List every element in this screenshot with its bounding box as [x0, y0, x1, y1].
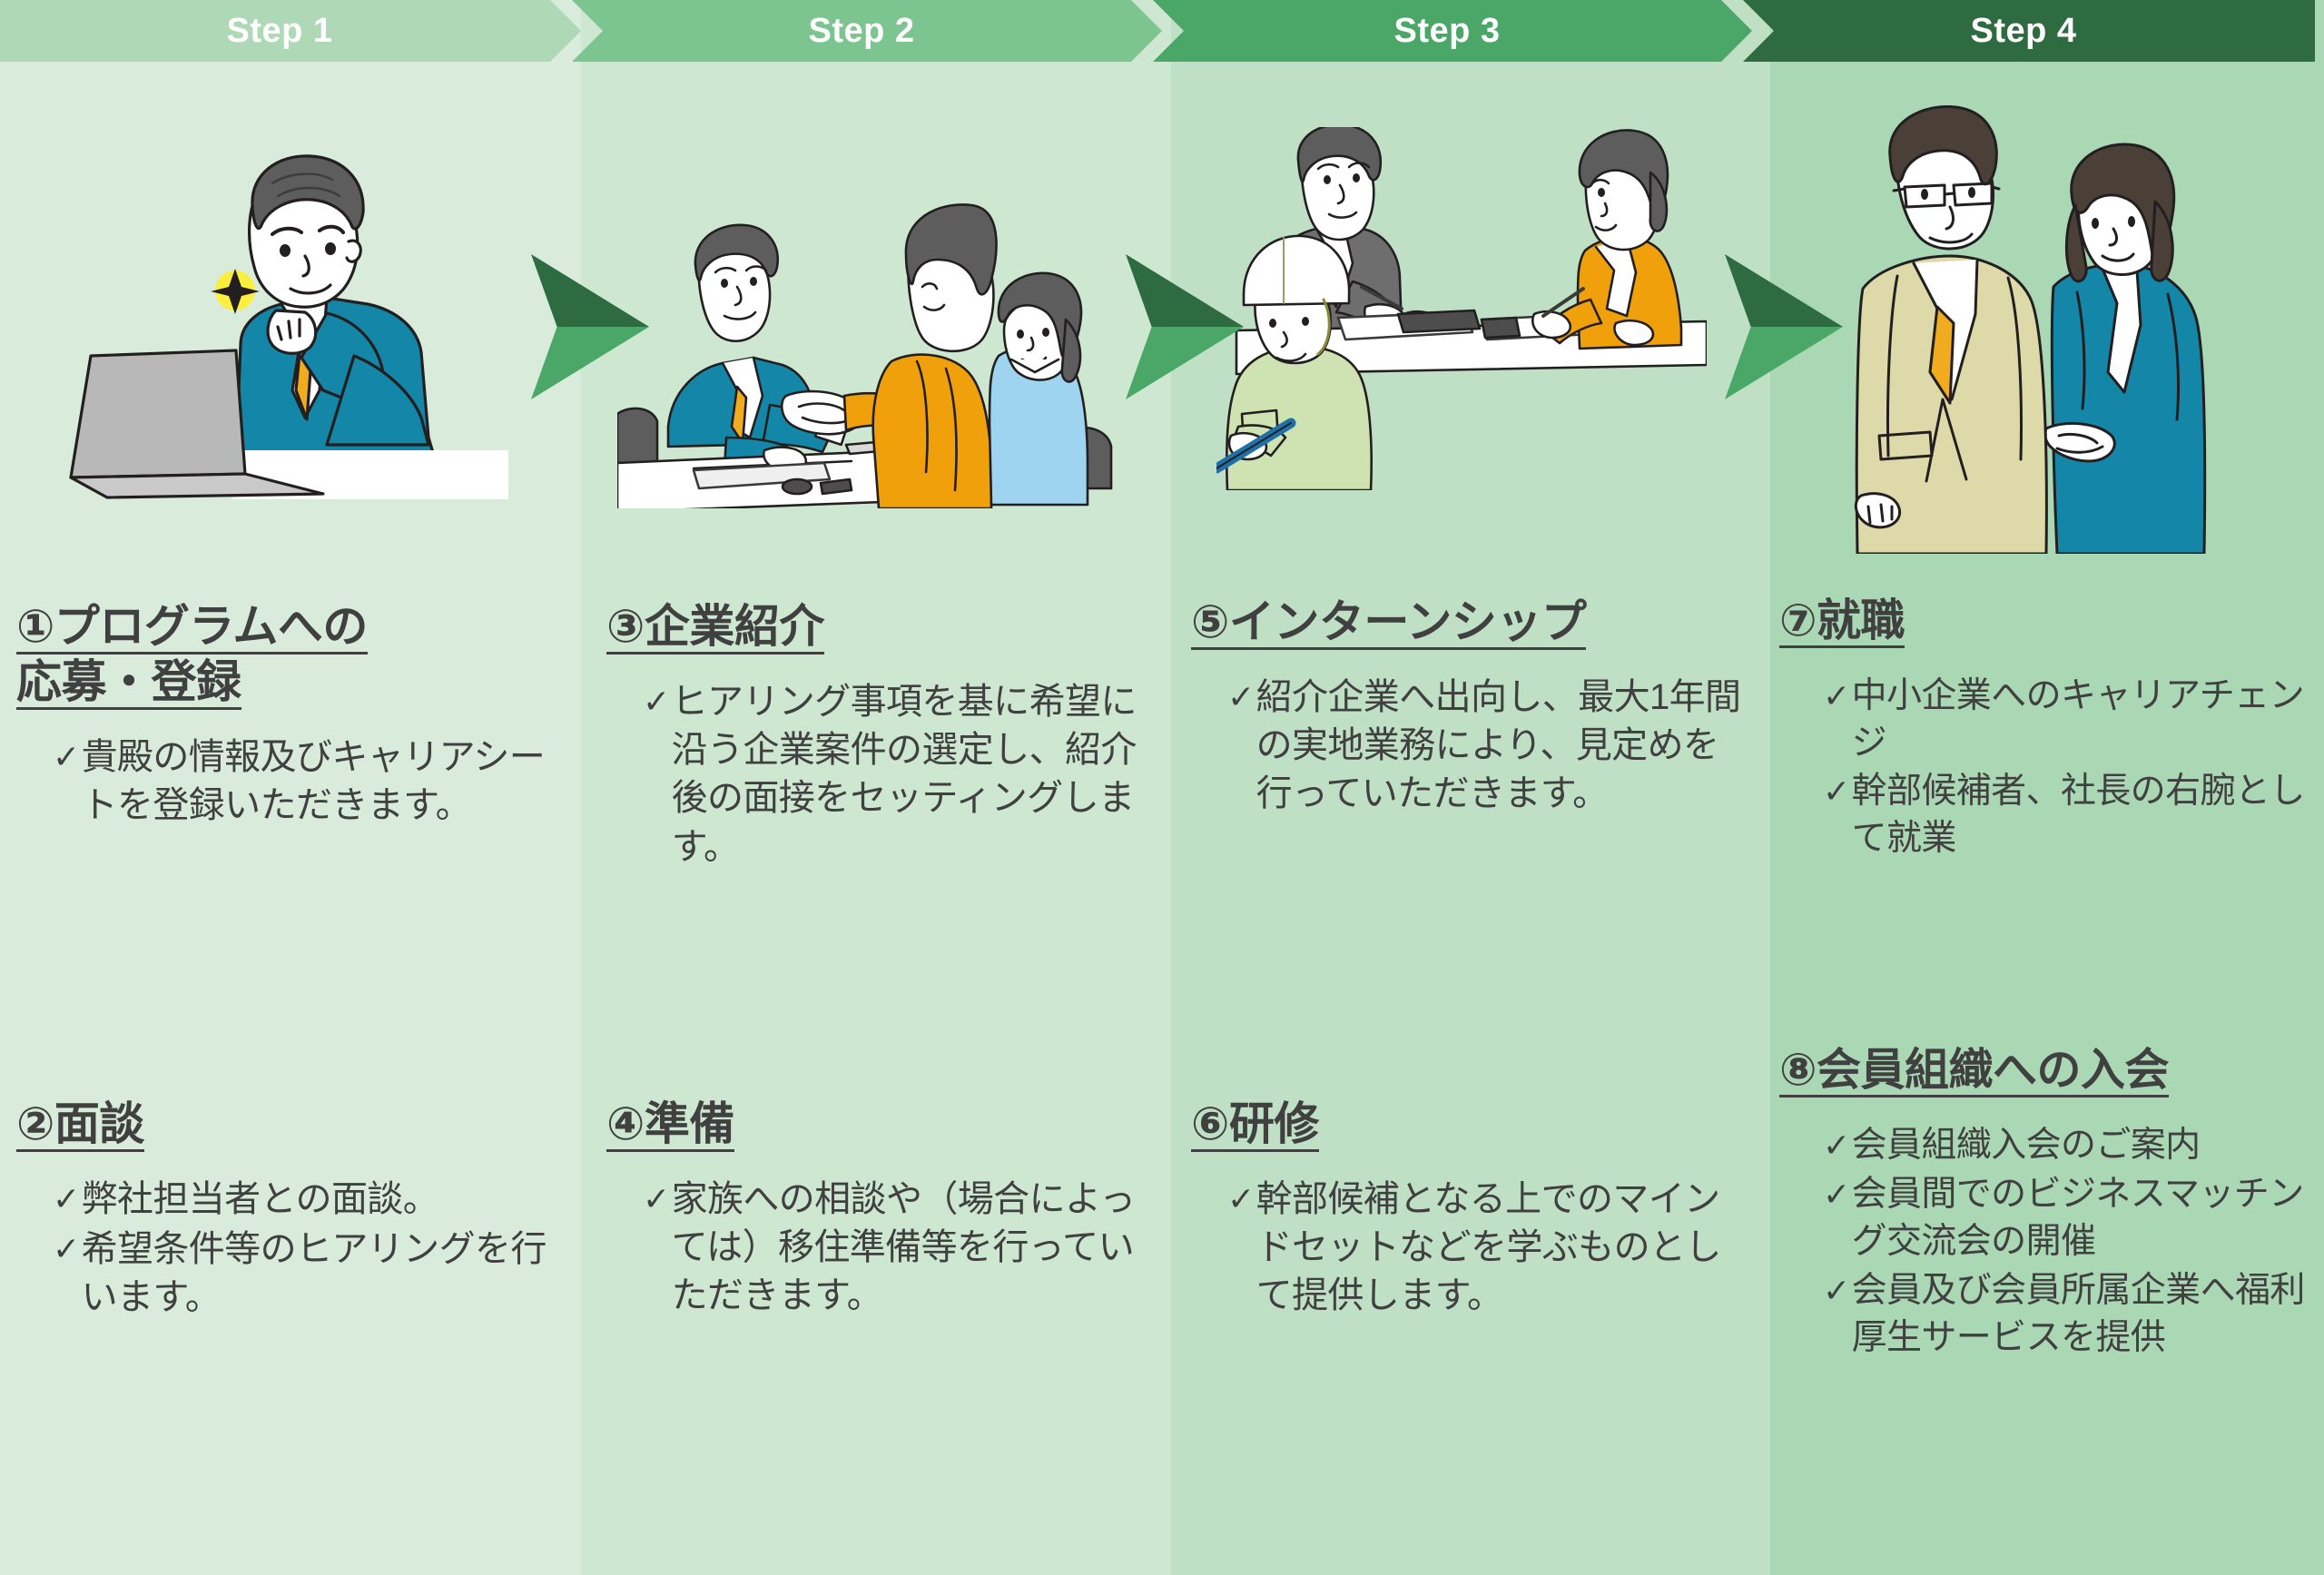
check-icon: ✓ [1227, 1180, 1255, 1217]
bullet-item: ✓ 弊社担当者との面談。 [53, 1176, 559, 1224]
step-column-4: ⑦就職 ✓ 中小企業へのキャリアチェンジ ✓ 幹部候補者、社長の右腕として就業 … [1770, 0, 2324, 1575]
content-block-5: ⑤インターンシップ ✓ 紹介企業へ出向し、最大1年間の実地業務により、見定めを行… [1171, 595, 1770, 821]
content-block-3: ③企業紹介 ✓ ヒアリング事項を基に希望に 沿う企業案件の選定し、紹介後の面接を… [581, 599, 1173, 873]
step-header-1-label: Step 1 [226, 11, 333, 50]
bullet-list-8: ✓ 会員組織入会のご案内 ✓ 会員間でのビジネスマッチング交流会の開催 ✓ 会員… [1779, 1122, 2311, 1362]
bullet-list-1: ✓ 貴殿の情報及びキャリアシートを登録いただきます。 [16, 733, 559, 830]
bullet-item: ✓ 家族への相談や（場合によっては）移住準備等を行っていただきます。 [643, 1176, 1146, 1321]
content-block-2: ②面談 ✓ 弊社担当者との面談。 ✓ 希望条件等のヒアリングを行います。 [0, 1097, 581, 1324]
bullet-item: ✓ 希望条件等のヒアリングを行います。 [53, 1226, 559, 1322]
content-block-1: ①プログラムへの 応募・登録 ✓ 貴殿の情報及びキャリアシートを登録いただきます… [0, 599, 581, 832]
step-column-3: ⑤インターンシップ ✓ 紹介企業へ出向し、最大1年間の実地業務により、見定めを行… [1171, 0, 1770, 1575]
heading-line: ①プログラムへの [16, 601, 368, 655]
content-block-7: ⑦就職 ✓ 中小企業へのキャリアチェンジ ✓ 幹部候補者、社長の右腕として就業 [1770, 595, 2324, 864]
step-header-3-label: Step 3 [1393, 11, 1501, 50]
bullet-text: 会員間でのビジネスマッチング交流会の開催 [1851, 1174, 2305, 1261]
bullet-text: 貴殿の情報及びキャリアシートを登録いただきます。 [81, 737, 546, 826]
step-column-1: ①プログラムへの 応募・登録 ✓ 貴殿の情報及びキャリアシートを登録いただきます… [0, 0, 581, 1575]
step-header-2-label: Step 2 [808, 11, 915, 50]
heading-line: ③企業紹介 [606, 601, 824, 655]
check-icon: ✓ [53, 738, 80, 775]
check-icon: ✓ [53, 1230, 80, 1268]
handshake-meeting-illustration [617, 200, 1126, 508]
bullet-item: ✓ ヒアリング事項を基に希望に 沿う企業案件の選定し、紹介後の面接をセッティング… [643, 678, 1173, 871]
heading-line: ⑧会員組織への入会 [1779, 1046, 2170, 1098]
bullet-text: 幹部候補者、社長の右腕として就業 [1851, 772, 2306, 859]
block-heading-1: ①プログラムへの 応募・登録 [16, 599, 559, 710]
heading-line: ⑥研修 [1191, 1098, 1319, 1152]
arrow-step3-to-step4 [1725, 254, 1843, 399]
bullet-text: 希望条件等のヒアリングを行います。 [81, 1229, 547, 1318]
bullet-item: ✓ 会員及び会員所属企業へ福利厚生サービスを提供 [1823, 1267, 2311, 1362]
block-heading-6: ⑥研修 [1191, 1097, 1748, 1152]
step-header-3: Step 3 [1153, 0, 1752, 62]
block-heading-8: ⑧会員組織への入会 [1779, 1044, 2311, 1098]
step-header-4: Step 4 [1743, 0, 2315, 62]
bullet-list-6: ✓ 幹部候補となる上でのマインドセットなどを学ぶものとして提供します。 [1191, 1176, 1748, 1321]
content-block-4: ④準備 ✓ 家族への相談や（場合によっては）移住準備等を行っていただきます。 [581, 1097, 1171, 1323]
check-icon: ✓ [643, 683, 670, 720]
column-band-step2 [581, 0, 1171, 1575]
block-heading-7: ⑦就職 [1779, 595, 2311, 649]
heading-line: 応募・登録 [16, 656, 241, 710]
block-heading-3: ③企業紹介 [606, 599, 1146, 655]
content-block-6: ⑥研修 ✓ 幹部候補となる上でのマインドセットなどを学ぶものとして提供します。 [1171, 1097, 1770, 1323]
step-header-2: Step 2 [572, 0, 1162, 62]
arrow-step2-to-step3 [1126, 254, 1244, 399]
bullet-item: ✓ 会員組織入会のご案内 [1823, 1122, 2311, 1169]
bullet-list-3: ✓ ヒアリング事項を基に希望に 沿う企業案件の選定し、紹介後の面接をセッティング… [606, 678, 1173, 871]
block-heading-2: ②面談 [16, 1097, 559, 1152]
block-heading-4: ④準備 [606, 1097, 1146, 1152]
worksite-interview-illustration [1216, 127, 1707, 490]
check-icon: ✓ [1823, 1175, 1850, 1213]
column-band-step4 [1770, 0, 2324, 1575]
step-header-1: Step 1 [0, 0, 581, 62]
bullet-text: 幹部候補となる上でのマインドセットなどを学ぶものとして提供します。 [1256, 1179, 1722, 1316]
bullet-text: 会員組織入会のご案内 [1851, 1125, 2201, 1165]
heading-line: ⑦就職 [1779, 596, 1905, 648]
check-icon: ✓ [1823, 773, 1850, 811]
step-column-2: ③企業紹介 ✓ ヒアリング事項を基に希望に 沿う企業案件の選定し、紹介後の面接を… [581, 0, 1173, 1575]
two-businesspeople-illustration [1843, 100, 2251, 554]
bullet-text: 弊社担当者との面談。 [81, 1179, 439, 1219]
bullet-item: ✓ 紹介企業へ出向し、最大1年間の実地業務により、見定めを行っていただきます。 [1227, 674, 1748, 819]
bullet-list-4: ✓ 家族への相談や（場合によっては）移住準備等を行っていただきます。 [606, 1176, 1146, 1321]
man-at-laptop-illustration [54, 118, 508, 499]
bullet-item: ✓ 幹部候補者、社長の右腕として就業 [1823, 768, 2311, 862]
bullet-item: ✓ 会員間でのビジネスマッチング交流会の開催 [1823, 1171, 2311, 1265]
arrow-step1-to-step2 [531, 254, 649, 399]
step-header-4-label: Step 4 [1970, 11, 2077, 50]
step-header-ribbon: Step 1 Step 2 Step 3 Step 4 [0, 0, 2324, 62]
bullet-text: 会員及び会員所属企業へ福利厚生サービスを提供 [1851, 1270, 2306, 1357]
check-icon: ✓ [53, 1180, 80, 1217]
bullet-list-7: ✓ 中小企業へのキャリアチェンジ ✓ 幹部候補者、社長の右腕として就業 [1779, 673, 2311, 862]
heading-line: ⑤インターンシップ [1191, 596, 1587, 650]
heading-line: ④準備 [606, 1098, 734, 1152]
block-heading-5: ⑤インターンシップ [1191, 595, 1748, 650]
content-block-8: ⑧会員組織への入会 ✓ 会員組織入会のご案内 ✓ 会員間でのビジネスマッチング交… [1770, 1044, 2324, 1363]
bullet-item: ✓ 幹部候補となる上でのマインドセットなどを学ぶものとして提供します。 [1227, 1176, 1748, 1321]
check-icon: ✓ [1823, 676, 1850, 714]
bullet-text: 紹介企業へ出向し、最大1年間の実地業務により、見定めを行っていただきます。 [1256, 677, 1741, 814]
check-icon: ✓ [1823, 1271, 1850, 1309]
check-icon: ✓ [643, 1180, 670, 1217]
bullet-text: 家族への相談や（場合によっては）移住準備等を行っていただきます。 [671, 1179, 1137, 1316]
bullet-item: ✓ 中小企業へのキャリアチェンジ [1823, 673, 2311, 767]
check-icon: ✓ [1227, 678, 1255, 715]
bullet-text: 中小企業へのキャリアチェンジ [1851, 675, 2305, 763]
bullet-list-5: ✓ 紹介企業へ出向し、最大1年間の実地業務により、見定めを行っていただきます。 [1191, 674, 1748, 819]
bullet-item: ✓ 貴殿の情報及びキャリアシートを登録いただきます。 [53, 733, 559, 830]
heading-line: ②面談 [16, 1098, 144, 1152]
bullet-list-2: ✓ 弊社担当者との面談。 ✓ 希望条件等のヒアリングを行います。 [16, 1176, 559, 1323]
bullet-text: ヒアリング事項を基に希望に 沿う企業案件の選定し、紹介後の面接をセッティングしま… [671, 682, 1173, 867]
check-icon: ✓ [1823, 1126, 1850, 1164]
